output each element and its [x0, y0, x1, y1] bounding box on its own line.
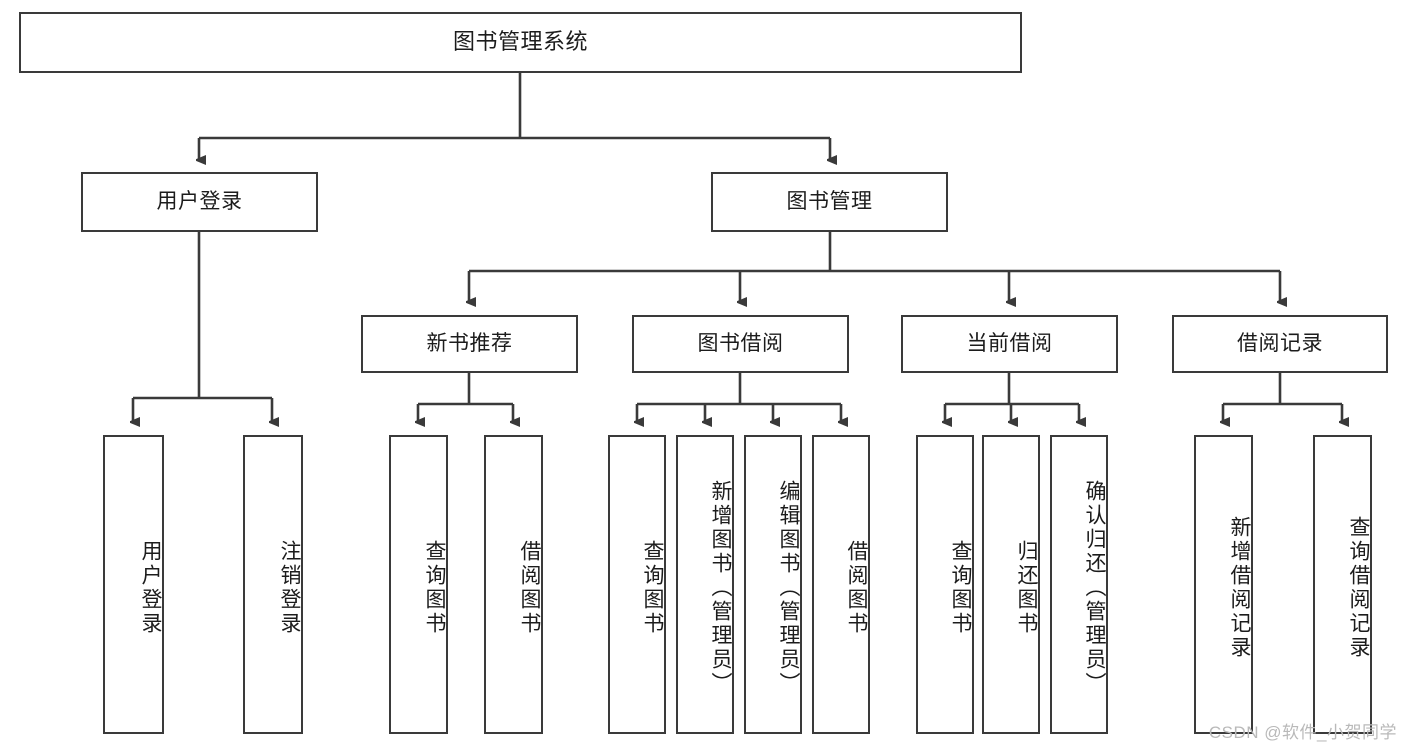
node-label: 查询图书 — [949, 539, 972, 636]
leaf-query-books-new[interactable]: 查询图书 — [389, 435, 448, 734]
node-user-login[interactable]: 用户登录 — [81, 172, 318, 232]
node-book-management[interactable]: 图书管理 — [711, 172, 948, 232]
node-label: 新增借阅记录 — [1228, 515, 1251, 660]
leaf-query-books-current[interactable]: 查询图书 — [916, 435, 974, 734]
watermark: CSDN @软件_小贺同学 — [1208, 723, 1397, 742]
node-label: 当前借阅 — [966, 332, 1053, 356]
node-label: 新增图书（管理员） — [709, 479, 732, 696]
node-label: 用户登录 — [156, 190, 243, 214]
leaf-query-borrow-record[interactable]: 查询借阅记录 — [1313, 435, 1372, 734]
leaf-user-login[interactable]: 用户登录 — [103, 435, 164, 734]
node-label: 图书管理 — [786, 190, 873, 214]
node-label: 新书推荐 — [426, 332, 513, 356]
node-book-borrowing[interactable]: 图书借阅 — [632, 315, 849, 373]
node-label: 查询图书 — [423, 539, 446, 636]
node-label: 编辑图书（管理员） — [777, 479, 800, 696]
node-label: 确认归还（管理员） — [1083, 479, 1106, 696]
node-root-book-management-system[interactable]: 图书管理系统 — [19, 12, 1022, 73]
leaf-return-books[interactable]: 归还图书 — [982, 435, 1040, 734]
node-borrow-records[interactable]: 借阅记录 — [1172, 315, 1388, 373]
node-label: 借阅图书 — [845, 539, 868, 636]
node-label: 借阅记录 — [1237, 332, 1323, 356]
node-label: 用户登录 — [139, 539, 162, 636]
node-label: 图书管理系统 — [452, 29, 588, 55]
leaf-borrow-books-new[interactable]: 借阅图书 — [484, 435, 543, 734]
leaf-query-books-borrow[interactable]: 查询图书 — [608, 435, 666, 734]
node-label: 归还图书 — [1015, 539, 1038, 636]
leaf-add-book-admin[interactable]: 新增图书（管理员） — [676, 435, 734, 734]
leaf-borrow-books[interactable]: 借阅图书 — [812, 435, 870, 734]
node-new-book-recommendation[interactable]: 新书推荐 — [361, 315, 578, 373]
leaf-edit-book-admin[interactable]: 编辑图书（管理员） — [744, 435, 802, 734]
node-current-borrowing[interactable]: 当前借阅 — [901, 315, 1118, 373]
leaf-add-borrow-record[interactable]: 新增借阅记录 — [1194, 435, 1253, 734]
leaf-confirm-return-admin[interactable]: 确认归还（管理员） — [1050, 435, 1108, 734]
node-label: 借阅图书 — [518, 539, 541, 636]
node-label: 查询借阅记录 — [1347, 515, 1370, 660]
node-label: 注销登录 — [278, 539, 301, 636]
leaf-logout[interactable]: 注销登录 — [243, 435, 303, 734]
node-label: 查询图书 — [641, 539, 664, 636]
node-label: 图书借阅 — [697, 332, 784, 356]
